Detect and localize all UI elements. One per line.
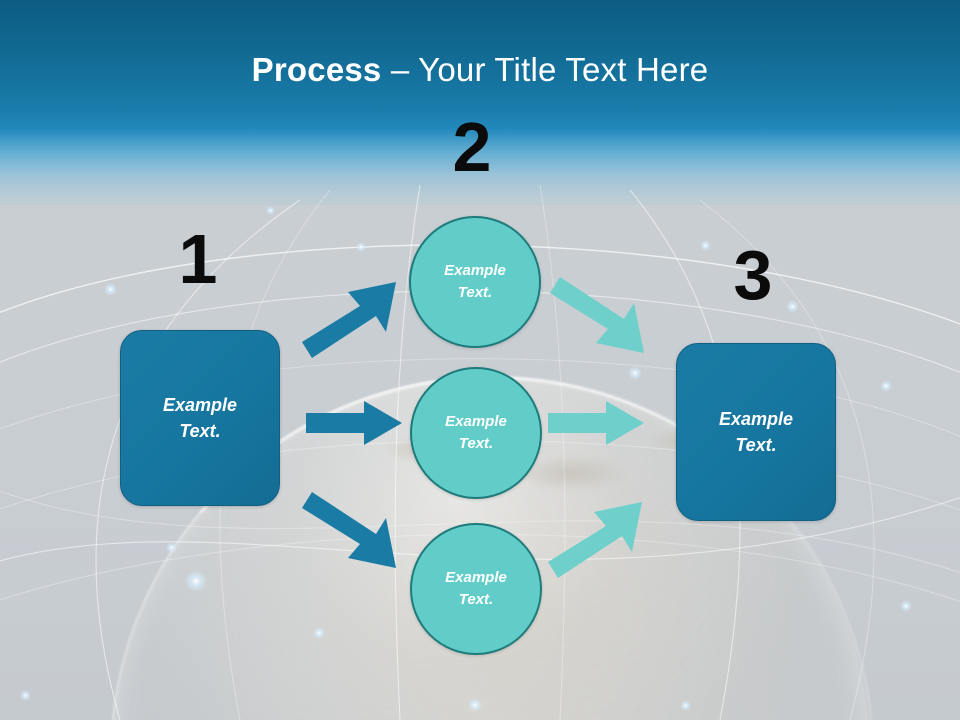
start-box-line1: Example xyxy=(162,395,238,415)
network-node xyxy=(104,283,117,296)
arrow-start-to-circle-top-icon xyxy=(302,282,396,358)
end-box[interactable]: Example Text. xyxy=(676,343,836,521)
network-node xyxy=(468,698,482,712)
middle-circle-1-line1: Example xyxy=(444,262,506,279)
arrow-circle-top-to-end-icon xyxy=(550,277,644,353)
step-number-2: 2 xyxy=(452,108,492,186)
network-node xyxy=(900,600,912,612)
start-box-line2: Text. xyxy=(179,421,221,441)
middle-circle-1[interactable]: Example Text. xyxy=(409,216,541,348)
network-node xyxy=(313,627,325,639)
middle-circle-3[interactable]: Example Text. xyxy=(410,523,542,655)
slide-title-strong: Process xyxy=(251,51,382,88)
arrow-start-to-circle-bottom-icon xyxy=(302,492,396,568)
network-node xyxy=(680,700,691,711)
slide-title-light: – Your Title Text Here xyxy=(381,51,709,88)
start-box[interactable]: Example Text. xyxy=(120,330,280,506)
middle-circle-2-line2: Text. xyxy=(458,435,494,452)
step-number-1: 1 xyxy=(178,220,218,298)
network-node xyxy=(266,206,275,215)
arrow-circle-middle-to-end-icon xyxy=(548,401,644,445)
middle-circle-3-line2: Text. xyxy=(458,591,494,608)
network-node xyxy=(20,690,31,701)
end-box-line1: Example xyxy=(718,409,794,429)
network-node xyxy=(166,542,177,553)
middle-circle-2[interactable]: Example Text. xyxy=(410,367,542,499)
network-node xyxy=(628,366,642,380)
network-node xyxy=(880,380,892,392)
middle-circle-1-line2: Text. xyxy=(457,284,493,301)
network-node xyxy=(786,300,799,313)
end-box-line2: Text. xyxy=(735,435,777,455)
arrow-start-to-circle-middle-icon xyxy=(306,401,402,445)
network-node xyxy=(700,240,711,251)
slide-title: Process – Your Title Text Here xyxy=(0,50,960,90)
middle-circle-3-line1: Example xyxy=(445,569,507,586)
arrow-circle-bottom-to-end-icon xyxy=(548,502,642,578)
network-node xyxy=(185,570,207,592)
step-number-3: 3 xyxy=(733,236,773,314)
background-sky-gradient xyxy=(0,0,960,230)
middle-circle-2-line1: Example xyxy=(445,413,507,430)
network-node xyxy=(356,242,366,252)
